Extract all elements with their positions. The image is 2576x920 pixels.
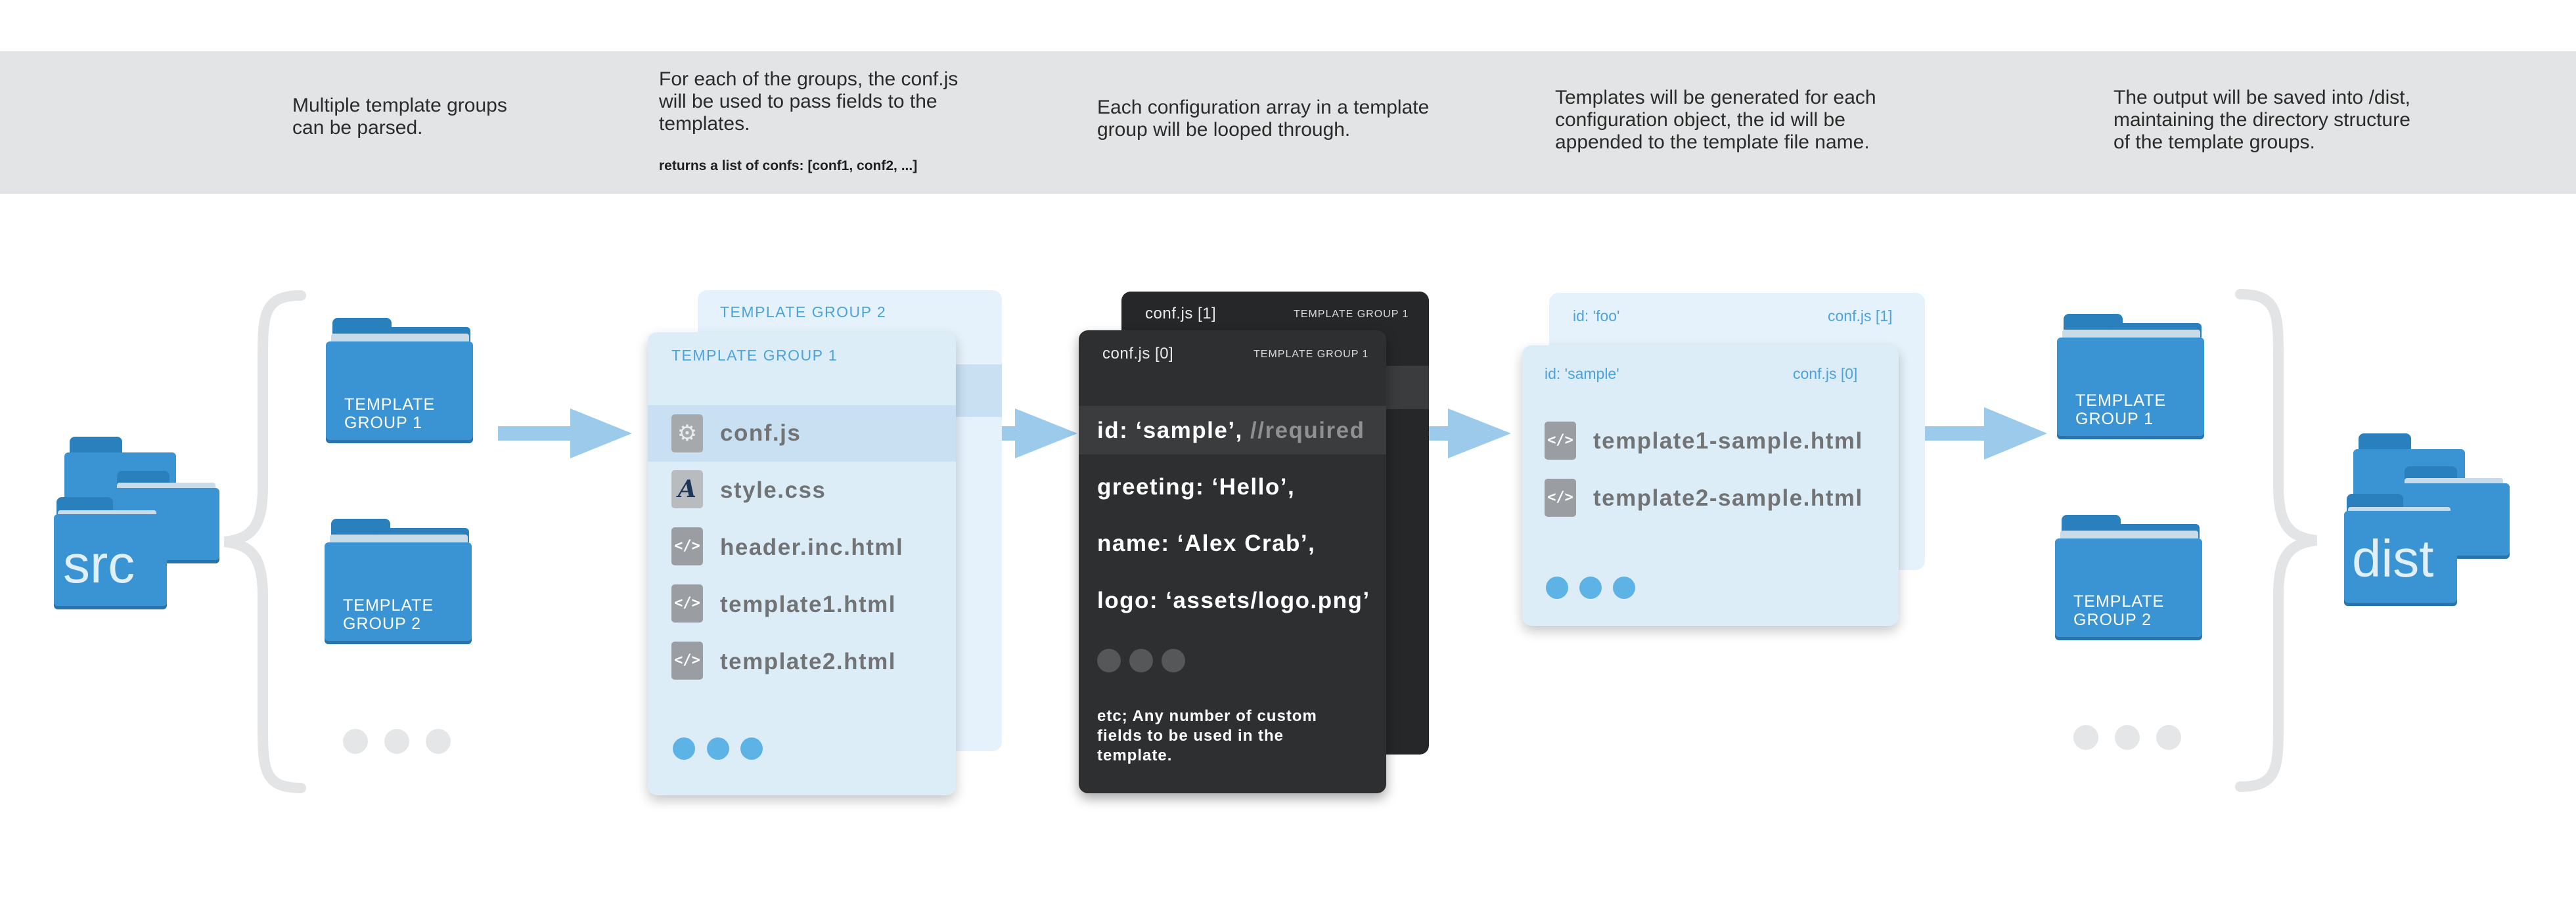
ellipsis-dot xyxy=(2073,725,2098,750)
font-file-icon: A xyxy=(671,470,703,508)
custom-fields-note: etc; Any number of custom fields to be u… xyxy=(1097,707,1317,766)
caption-step-3: Each configuration array in a template g… xyxy=(1097,97,1429,141)
caption-line: appended to the template file name. xyxy=(1555,131,1870,153)
ellipsis-dot xyxy=(673,737,695,760)
ellipsis-dot xyxy=(740,737,763,760)
code-file-icon: </> xyxy=(671,527,703,565)
card-title: conf.js [0] xyxy=(1102,345,1174,362)
output-sample-card[interactable]: id: 'sample' conf.js [0] </> template1-s… xyxy=(1522,345,1899,626)
output-id: id: 'foo' xyxy=(1573,307,1620,324)
conf-row-id: id: ‘sample’, //required xyxy=(1097,418,1365,444)
conf-row-name: name: ‘Alex Crab’, xyxy=(1097,531,1316,556)
dist-label: dist xyxy=(2352,529,2434,588)
file-header-inc-html[interactable]: header.inc.html xyxy=(720,535,904,560)
conf-js-0-card[interactable]: conf.js [0] TEMPLATE GROUP 1 id: ‘sample… xyxy=(1079,330,1386,793)
caption-step-4: Templates will be generated for each con… xyxy=(1555,87,1876,154)
ellipsis-dot xyxy=(2115,725,2140,750)
conf-row-logo: logo: ‘assets/logo.png’ xyxy=(1097,588,1370,613)
ellipsis-dot xyxy=(426,729,451,754)
caption-line: Each configuration array in a template xyxy=(1097,97,1430,118)
caption-line: Templates will be generated for each xyxy=(1555,87,1876,108)
caption-line: For each of the groups, the conf.js xyxy=(659,68,959,90)
ellipsis-dot xyxy=(343,729,368,754)
output-group-2-folder[interactable]: TEMPLATE GROUP 2 xyxy=(2055,515,2206,653)
caption-line: configuration object, the id will be xyxy=(1555,109,1845,131)
folder-label-line: TEMPLATE xyxy=(343,596,434,615)
ellipsis-dot xyxy=(1097,649,1121,672)
folder-label: TEMPLATE GROUP 1 xyxy=(344,395,435,432)
card-title: TEMPLATE GROUP 2 xyxy=(720,303,887,320)
folder-label-line: TEMPLATE xyxy=(2075,391,2167,410)
card-subtitle: TEMPLATE GROUP 1 xyxy=(1294,309,1409,320)
ellipsis-dot xyxy=(707,737,729,760)
arrow-4 xyxy=(1910,407,2047,460)
template-group-1-folder[interactable]: TEMPLATE GROUP 1 xyxy=(326,318,477,456)
file-conf-js[interactable]: conf.js xyxy=(720,420,802,446)
folder-label: TEMPLATE GROUP 2 xyxy=(343,596,434,633)
output-group-1-folder[interactable]: TEMPLATE GROUP 1 xyxy=(2057,314,2208,452)
output-conf: conf.js [1] xyxy=(1828,307,1893,324)
file-template1-html[interactable]: template1.html xyxy=(720,592,896,617)
template-group-2-folder[interactable]: TEMPLATE GROUP 2 xyxy=(325,519,476,657)
folder-label-line: TEMPLATE xyxy=(2073,592,2165,611)
file-template2-html[interactable]: template2.html xyxy=(720,649,896,674)
caption-line: maintaining the directory structure xyxy=(2113,109,2410,131)
code-file-icon: </> xyxy=(671,642,703,680)
code-file-icon: </> xyxy=(1545,479,1576,517)
caption-line: group will be looped through. xyxy=(1097,119,1351,141)
highlight-row xyxy=(1079,406,1386,454)
output-conf: conf.js [0] xyxy=(1793,365,1858,382)
card-subtitle: TEMPLATE GROUP 1 xyxy=(1254,349,1369,360)
caption-line: templates. xyxy=(659,113,750,135)
caption-step-2: For each of the groups, the conf.js will… xyxy=(659,68,958,135)
caption-line: will be used to pass fields to the xyxy=(659,91,938,112)
note-line: template. xyxy=(1097,747,1173,764)
gear-icon: ⚙ xyxy=(671,414,703,452)
ellipsis-dot xyxy=(1546,577,1568,599)
ellipsis-dot xyxy=(1613,577,1635,599)
code-file-icon: </> xyxy=(671,584,703,623)
card-title: conf.js [1] xyxy=(1145,305,1217,322)
ellipsis-dot xyxy=(384,729,409,754)
left-brace xyxy=(223,290,306,793)
caption-line: The output will be saved into /dist, xyxy=(2113,87,2410,108)
folder-label-line: GROUP 1 xyxy=(2075,410,2154,428)
conf-row-greeting: greeting: ‘Hello’, xyxy=(1097,474,1296,500)
ellipsis-dot xyxy=(1579,577,1602,599)
caption-band xyxy=(0,51,2576,194)
src-folder-stack: src xyxy=(54,437,225,614)
folder-label-line: TEMPLATE xyxy=(344,395,436,414)
ellipsis-dot xyxy=(1162,649,1185,672)
template-group-1-card[interactable]: TEMPLATE GROUP 1 ⚙ conf.js A style.css <… xyxy=(648,332,956,795)
note-line: etc; Any number of custom xyxy=(1097,707,1317,725)
folder-label: TEMPLATE GROUP 1 xyxy=(2075,391,2166,428)
folder-label-line: GROUP 2 xyxy=(2073,611,2152,629)
arrow-1 xyxy=(498,408,632,458)
card-title: TEMPLATE GROUP 1 xyxy=(671,347,838,364)
caption-step-2-returns: returns a list of confs: [conf1, conf2, … xyxy=(659,158,918,173)
caption-line: Multiple template groups xyxy=(292,95,507,116)
code-file-icon: </> xyxy=(1545,422,1576,460)
caption-step-1: Multiple template groups can be parsed. xyxy=(292,95,507,139)
required-comment: //required xyxy=(1242,418,1365,443)
output-file-template2-sample[interactable]: template2-sample.html xyxy=(1593,485,1863,511)
dist-folder-stack: dist xyxy=(2344,433,2521,611)
ellipsis-dot xyxy=(1129,649,1153,672)
folder-label-line: GROUP 1 xyxy=(344,414,423,432)
file-style-css[interactable]: style.css xyxy=(720,477,826,503)
folder-label: TEMPLATE GROUP 2 xyxy=(2073,592,2164,629)
output-file-template1-sample[interactable]: template1-sample.html xyxy=(1593,428,1863,454)
src-label: src xyxy=(63,535,135,594)
note-line: fields to be used in the xyxy=(1097,727,1284,745)
folder-label-line: GROUP 2 xyxy=(343,615,422,633)
right-brace xyxy=(2235,289,2318,792)
caption-line: can be parsed. xyxy=(292,117,423,139)
ellipsis-dot xyxy=(2156,725,2181,750)
output-id: id: 'sample' xyxy=(1545,365,1619,382)
caption-step-5: The output will be saved into /dist, mai… xyxy=(2113,87,2410,154)
conf-row-text: id: ‘sample’, xyxy=(1097,418,1243,443)
caption-line: of the template groups. xyxy=(2113,131,2315,153)
